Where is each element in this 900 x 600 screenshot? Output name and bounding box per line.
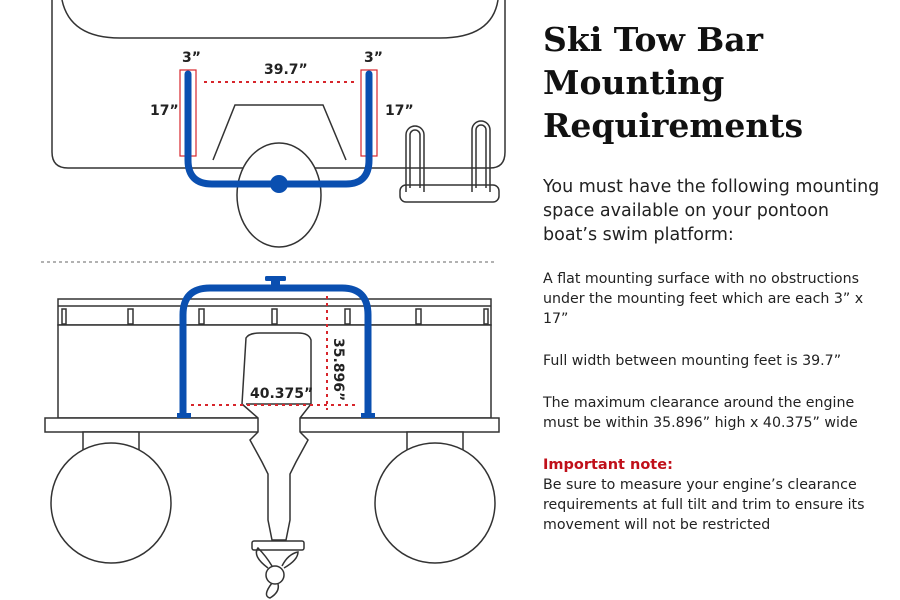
pontoon-left <box>50 442 172 564</box>
foot-length-left-label: 17” <box>150 103 179 119</box>
foot-length-right-label: 17” <box>385 103 414 119</box>
propeller <box>251 540 305 599</box>
top-view <box>51 0 506 248</box>
boarding-ladder <box>399 120 500 203</box>
requirement-item: The maximum clearance around the engine … <box>543 395 858 431</box>
rear-view <box>44 298 500 599</box>
important-note-heading: Important note: <box>543 457 673 473</box>
requirements-panel: Ski Tow Bar Mounting Requirements You mu… <box>543 18 888 535</box>
outboard-engine <box>241 332 312 541</box>
tow-bar-foot-left <box>177 413 191 418</box>
title-line: Mounting <box>543 63 725 102</box>
pontoon-right <box>374 442 496 564</box>
clearance-width-label: 40.375” <box>250 386 313 402</box>
deck-rail <box>57 298 492 326</box>
clearance-height-label: 35.896” <box>330 338 346 401</box>
feet-spacing-label: 39.7” <box>264 62 308 78</box>
deck-inner-curve <box>61 0 499 39</box>
engine-cowling-top <box>236 142 322 248</box>
tow-bar-post <box>271 278 280 290</box>
tow-bar-cap <box>265 276 286 281</box>
tow-bar-pivot <box>270 175 288 193</box>
important-note-body: Be sure to measure your engine’s clearan… <box>543 477 865 533</box>
mounting-diagram: 3” 3” 39.7” 17” 17” <box>41 0 506 599</box>
requirement-item: Full width between mounting feet is 39.7… <box>543 353 842 369</box>
title-line: Ski Tow Bar <box>543 20 764 59</box>
foot-width-right-label: 3” <box>364 50 383 66</box>
foot-width-left-label: 3” <box>182 50 201 66</box>
tow-bar-foot-right <box>361 413 375 418</box>
page-title: Ski Tow Bar Mounting Requirements <box>543 18 888 147</box>
rail-posts <box>61 308 489 325</box>
intro-text: You must have the following mounting spa… <box>543 177 880 245</box>
engine-mount-top <box>212 104 347 161</box>
title-line: Requirements <box>543 106 804 145</box>
requirement-item: A flat mounting surface with no obstruct… <box>543 271 864 327</box>
